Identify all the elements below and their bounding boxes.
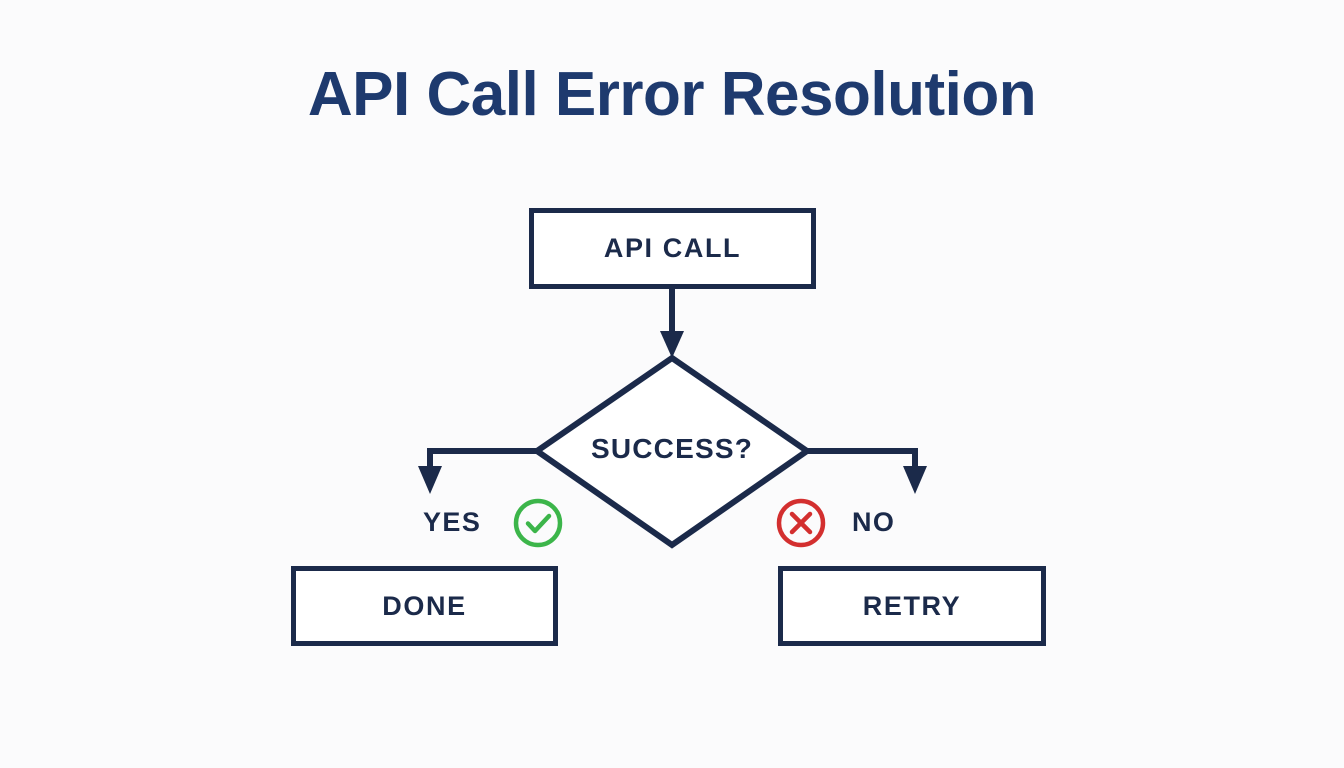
arrow-decision-no	[807, 448, 927, 494]
page-title: API Call Error Resolution	[307, 60, 1037, 129]
node-api-call-label: API CALL	[603, 233, 742, 263]
node-done-label: DONE	[382, 590, 467, 621]
decision-diamond-shape	[531, 354, 813, 549]
node-retry[interactable]: RETRY	[778, 566, 1046, 646]
node-retry-label: RETRY	[862, 590, 962, 621]
branch-label-no: NO	[852, 507, 896, 537]
node-api-call[interactable]: API CALL	[529, 208, 816, 289]
circle-x-icon	[776, 498, 826, 548]
arrow-api-call-to-decision	[660, 289, 684, 358]
arrow-decision-yes	[418, 448, 537, 494]
circle-check-icon	[513, 498, 563, 548]
node-done[interactable]: DONE	[291, 566, 558, 646]
node-decision-success-label: SUCCESS?	[590, 433, 754, 464]
branch-label-yes: YES	[423, 507, 482, 537]
